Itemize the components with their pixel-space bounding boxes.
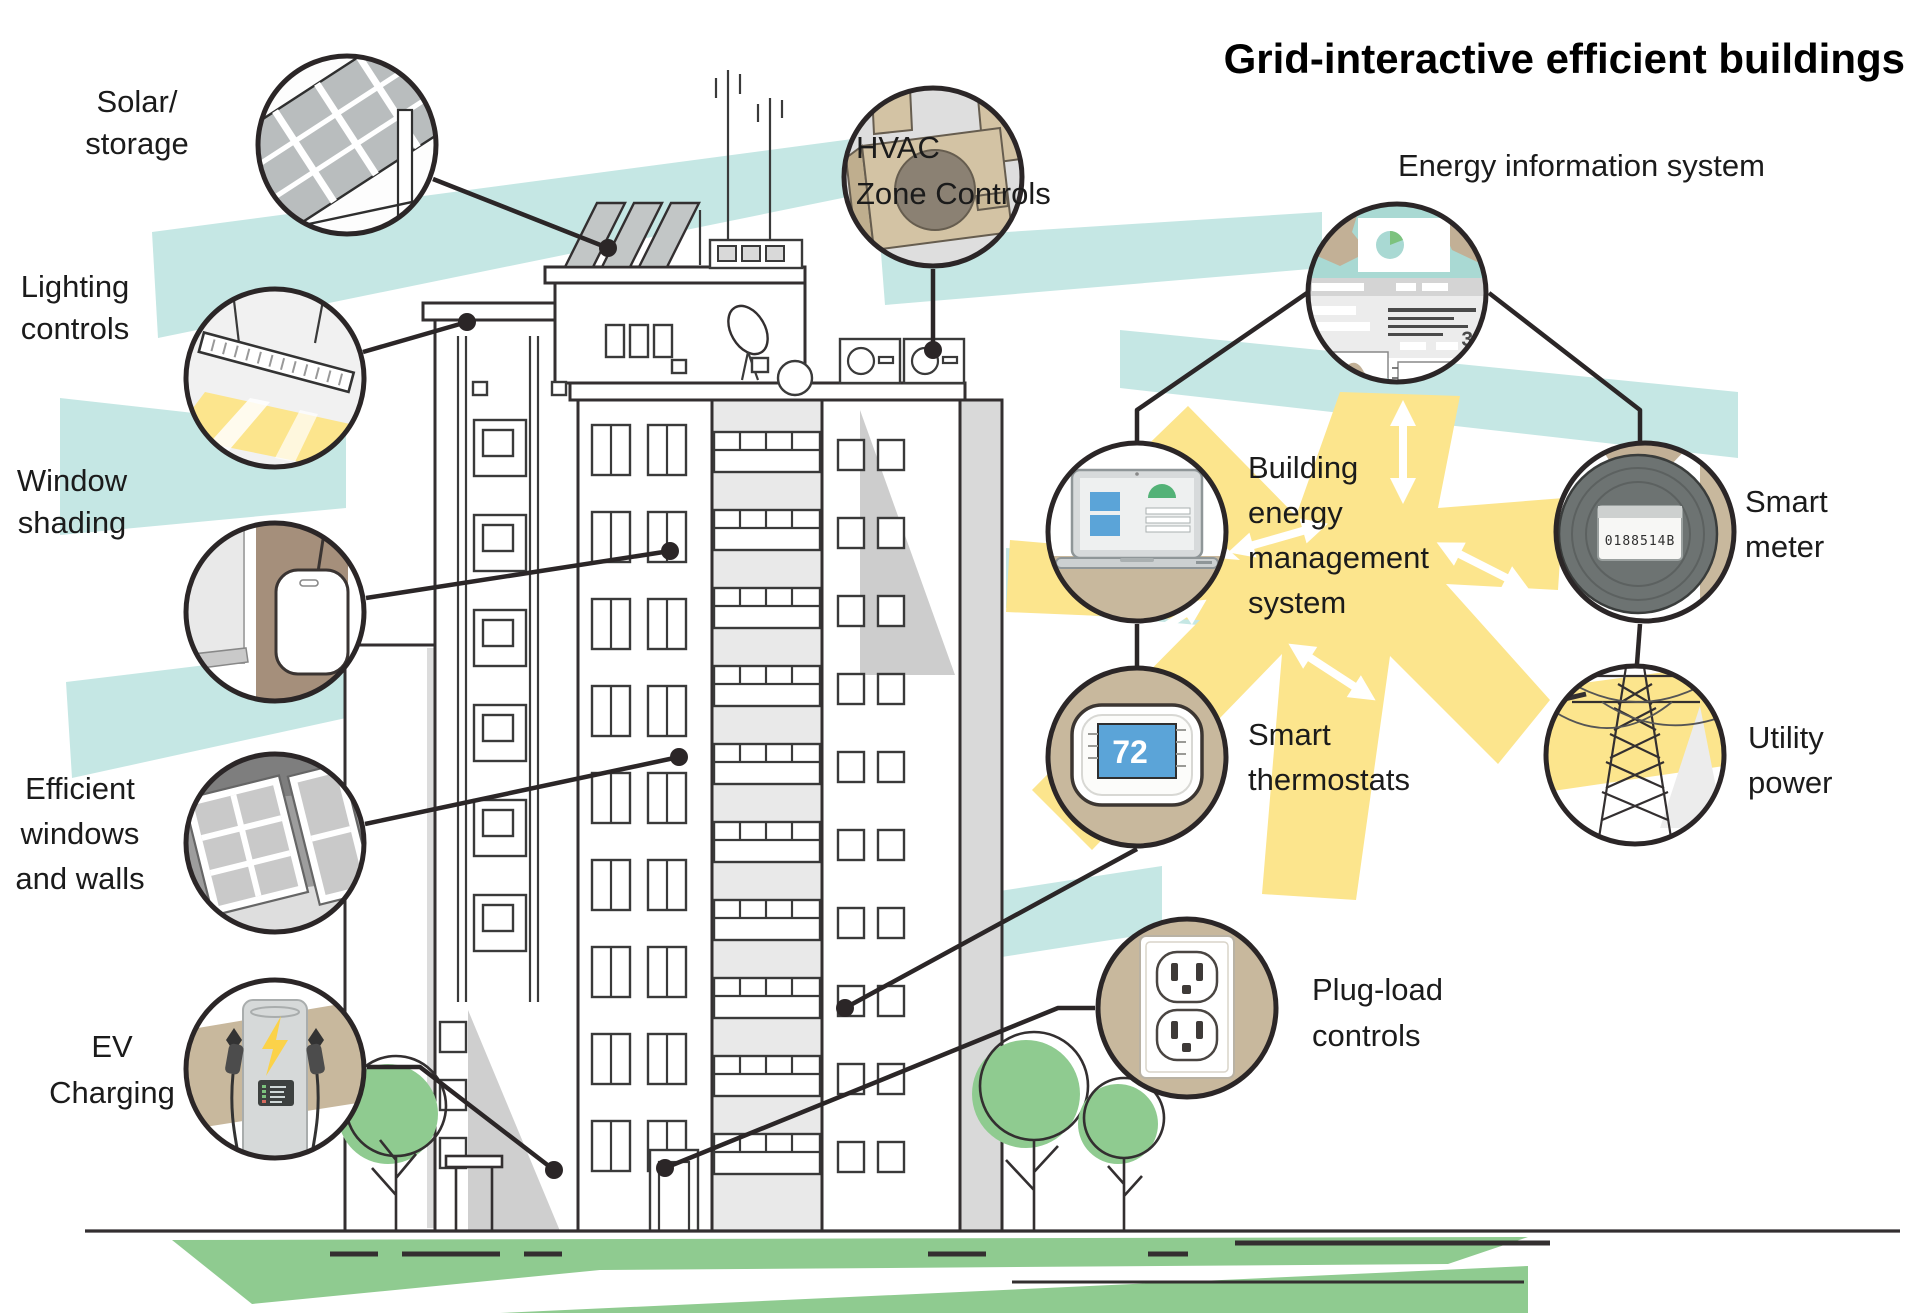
meter-utility-connector bbox=[1634, 623, 1643, 665]
hvac-label: HVAC bbox=[856, 130, 940, 165]
solar-storage-icon bbox=[255, 53, 439, 237]
antenna-masts bbox=[708, 70, 804, 270]
lighting-connector bbox=[362, 319, 468, 355]
ev-label: Charging bbox=[49, 1075, 175, 1110]
thermostat-label: Smart bbox=[1248, 717, 1331, 752]
bems-label: management bbox=[1248, 540, 1429, 575]
plug-load-icon bbox=[1095, 916, 1279, 1100]
solar-label: Solar/ bbox=[97, 84, 178, 119]
bems-label: Building bbox=[1248, 450, 1358, 485]
thermostat-setpoint-value: 72 bbox=[1112, 734, 1148, 770]
thermostat-building-connector bbox=[843, 847, 1139, 1010]
eis-bems-connector bbox=[1134, 291, 1309, 441]
shading-label: Window bbox=[17, 463, 128, 498]
charging-handle-icon bbox=[306, 1028, 325, 1158]
plug-label: Plug-load bbox=[1312, 972, 1443, 1007]
rooftop-hvac-units bbox=[838, 337, 966, 385]
eis-meter-connector bbox=[1487, 291, 1643, 441]
ev-label: EV bbox=[91, 1029, 133, 1064]
utility-label: Utility bbox=[1748, 720, 1824, 755]
meter-label: Smart bbox=[1745, 484, 1828, 519]
shading-label: shading bbox=[18, 505, 127, 540]
ev-connector bbox=[367, 1064, 556, 1172]
lighting-label: controls bbox=[21, 311, 130, 346]
efficient-windows-icon bbox=[183, 751, 367, 935]
shading-connector bbox=[365, 548, 671, 601]
lighting-controls-icon bbox=[183, 286, 367, 470]
hvac-zone-controls-icon bbox=[841, 85, 1025, 269]
smart-meter-icon: 0188514B bbox=[1553, 440, 1737, 624]
callout-connectors bbox=[362, 176, 1643, 1179]
building-illustration bbox=[343, 70, 1004, 1233]
tree bbox=[972, 1030, 1090, 1231]
hvac-label: Zone Controls bbox=[856, 176, 1051, 211]
solar-label: storage bbox=[85, 126, 188, 161]
eis-label: Energy information system bbox=[1398, 148, 1765, 183]
outlet-icon bbox=[1155, 950, 1219, 1004]
windows-connector bbox=[364, 754, 680, 827]
lightning-bolt-icon bbox=[262, 1016, 288, 1076]
plug-building-connector bbox=[664, 1005, 1095, 1171]
hvac-fan-icon bbox=[894, 149, 976, 231]
thermostat-label: thermostats bbox=[1248, 762, 1410, 797]
utility-power-icon bbox=[1543, 663, 1727, 847]
windows-label: windows bbox=[20, 816, 140, 851]
lighting-label: Lighting bbox=[21, 269, 130, 304]
windows-label: and walls bbox=[15, 861, 144, 896]
outlet-icon bbox=[1155, 1008, 1219, 1062]
meter-reading-value: 0188514B bbox=[1605, 534, 1676, 549]
utility-label: power bbox=[1748, 765, 1832, 800]
solar-connector bbox=[432, 176, 609, 251]
ground-scene bbox=[85, 1030, 1900, 1313]
grass-strip bbox=[500, 1266, 1528, 1313]
window-shading-icon bbox=[183, 520, 367, 704]
windows-label: Efficient bbox=[25, 771, 135, 806]
rooftop-solar-panels bbox=[563, 201, 702, 269]
smart-thermostat-icon: 72 bbox=[1045, 665, 1229, 849]
grass-strip bbox=[172, 1237, 1528, 1304]
labels: Grid-interactive efficient buildings Sol… bbox=[15, 35, 1905, 1110]
tree bbox=[1078, 1076, 1166, 1231]
bems-label: system bbox=[1248, 585, 1346, 620]
bems-label: energy bbox=[1248, 495, 1343, 530]
bems-laptop-icon bbox=[1045, 440, 1229, 624]
ev-charging-icon bbox=[183, 977, 367, 1161]
diagram-title: Grid-interactive efficient buildings bbox=[1224, 35, 1905, 82]
meter-label: meter bbox=[1745, 529, 1824, 564]
road-markings bbox=[330, 1240, 1550, 1284]
plug-label: controls bbox=[1312, 1018, 1421, 1053]
bench bbox=[444, 1154, 504, 1231]
